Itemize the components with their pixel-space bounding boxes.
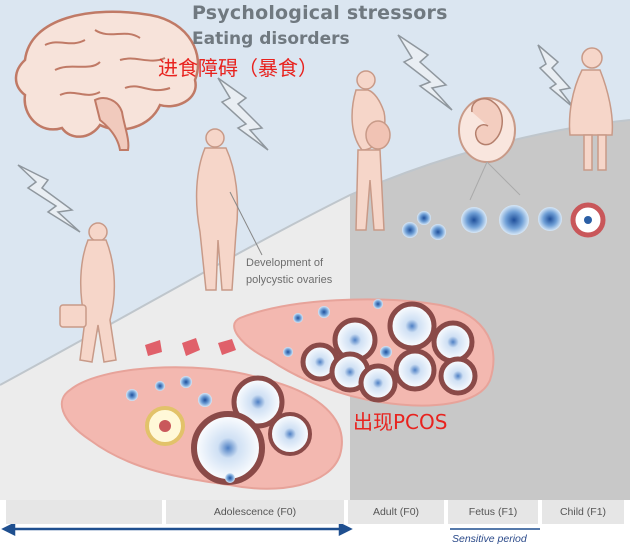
- lightning-bolt-icon: [17, 34, 575, 233]
- figure-adolescent: [195, 128, 239, 291]
- fetal-cell-row: [402, 202, 606, 240]
- figure-child: [568, 47, 614, 171]
- figure-teen-walking: [59, 222, 117, 363]
- figure-pregnant-woman: [351, 70, 391, 231]
- timeline-stage-adolescence: Adolescence (F0): [166, 500, 344, 524]
- annotation-pcos-cn: 出现PCOS: [353, 410, 448, 434]
- timeline-stage-child: Child (F1): [542, 500, 624, 524]
- ovary-polycystic: [233, 298, 495, 407]
- title-psychological-stressors: Psychological stressors: [192, 2, 448, 24]
- sensitive-period-arrow: [1, 521, 540, 537]
- label-development-polycystic-ovaries: Development of polycystic ovaries: [246, 257, 333, 286]
- small-ovaries: [145, 338, 236, 356]
- brain-illustration: [14, 10, 200, 151]
- annotation-eating-disorder-cn: 进食障碍（暴食）: [158, 56, 318, 80]
- timeline-stage-blank: [6, 500, 162, 524]
- label-sensitive-period: Sensitive period: [452, 533, 527, 545]
- title-eating-disorders: Eating disorders: [192, 29, 350, 49]
- ovary-lower: [60, 366, 343, 490]
- timeline-stage-fetus: Fetus (F1): [448, 500, 538, 524]
- pointer-line: [229, 191, 263, 256]
- fetus-illustration: [458, 97, 521, 201]
- timeline-stage-adult: Adult (F0): [348, 500, 444, 524]
